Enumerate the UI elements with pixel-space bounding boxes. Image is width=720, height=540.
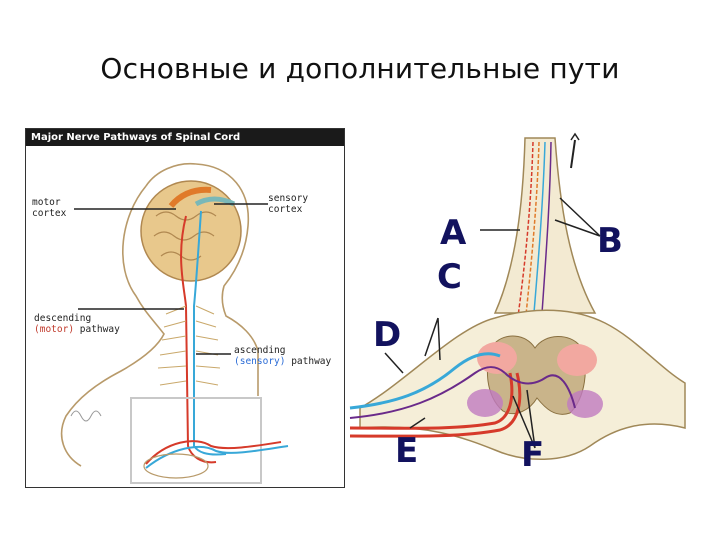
label-f: F (521, 438, 544, 472)
arrow-up (571, 140, 575, 168)
figure-header: Major Nerve Pathways of Spinal Cord (26, 129, 344, 146)
descending-text: descending (34, 313, 91, 324)
leg-sensory-nerve (146, 446, 288, 468)
label-e: E (395, 434, 418, 468)
nerve-pathways-figure: Major Nerve Pathways of Spinal Cord moto… (25, 128, 345, 488)
arrow-head (571, 134, 579, 140)
label-b: B (597, 224, 623, 258)
leader-d (385, 353, 403, 373)
ascending-pathway-label: ascending (sensory) pathway (234, 345, 331, 367)
motor-cortex-label: motor cortex (32, 197, 66, 219)
ascending-text: ascending (234, 345, 285, 356)
dorsal-horn-left (467, 389, 503, 417)
sensory-cortex-label: sensory cortex (268, 193, 308, 215)
peripheral-nerves (158, 306, 220, 385)
hand-sketch (71, 411, 101, 421)
descending-pathway-text: pathway (74, 324, 120, 335)
label-a: A (440, 216, 466, 250)
sensory-text: (sensory) (234, 356, 285, 367)
ascending-pathway-text: pathway (285, 356, 331, 367)
ventral-horn-right (557, 344, 597, 376)
motor-text: (motor) (34, 324, 74, 335)
dorsal-horn-right (567, 390, 603, 418)
spinal-cord-cross-section: A B C D E F (345, 128, 690, 488)
leg-outline (144, 454, 208, 478)
label-c: C (437, 260, 462, 294)
label-d: D (373, 318, 401, 352)
slide-title: Основные и дополнительные пути (0, 52, 720, 85)
descending-pathway-label: descending (motor) pathway (34, 313, 120, 335)
brain (141, 181, 241, 281)
cord-column (495, 138, 595, 313)
